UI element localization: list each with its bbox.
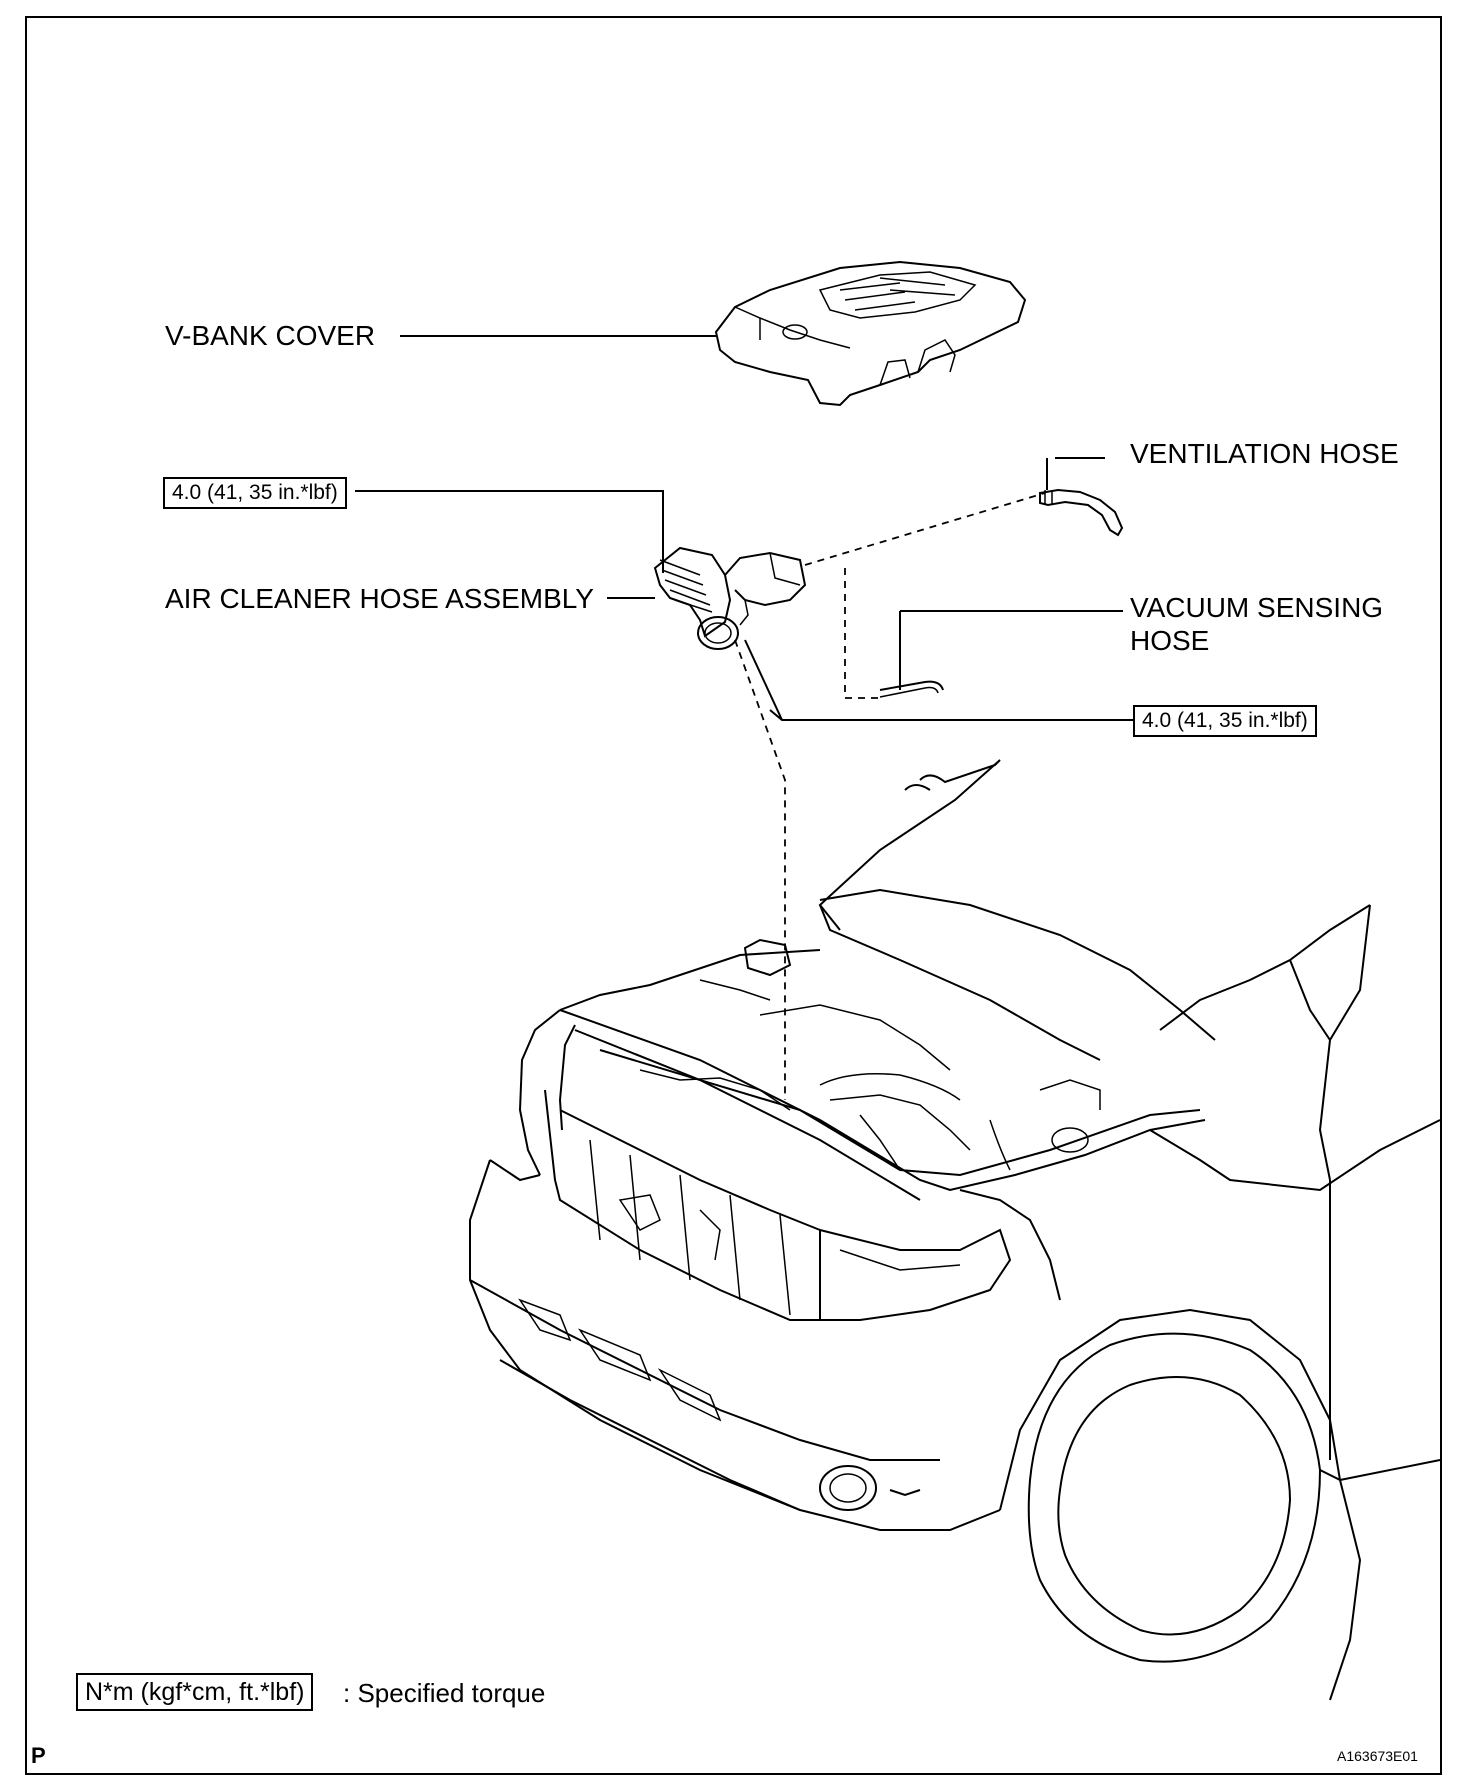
diagram-frame	[25, 16, 1442, 1775]
air-cleaner-hose-assembly-label: AIR CLEANER HOSE ASSEMBLY	[165, 583, 594, 614]
page-marker: P	[31, 1743, 46, 1768]
vacuum-sensing-hose-label-line2: HOSE	[1130, 625, 1210, 656]
ventilation-hose-illustration	[1039, 488, 1124, 537]
v-bank-cover-label: V-BANK COVER	[165, 320, 376, 351]
legend-unit-box: N*m (kgf*cm, ft.*lbf)	[76, 1673, 314, 1711]
torque-spec-lower: 4.0 (41, 35 in.*lbf)	[1133, 705, 1317, 737]
leader-lines	[355, 335, 1135, 721]
vacuum-sensing-hose-illustration	[879, 680, 944, 691]
air-cleaner-hose-illustration	[653, 546, 807, 650]
v-bank-cover-illustration	[714, 260, 1027, 407]
vehicle-illustration	[469, 759, 1441, 1701]
torque-spec-upper: 4.0 (41, 35 in.*lbf)	[163, 477, 347, 509]
vacuum-sensing-hose-label-line1: VACUUM SENSING	[1130, 592, 1384, 623]
dashed-guides	[734, 492, 1046, 1100]
ventilation-hose-label: VENTILATION HOSE	[1130, 438, 1399, 469]
figure-id: A163673E01	[1337, 1748, 1418, 1764]
legend-description: : Specified torque	[343, 1678, 546, 1708]
